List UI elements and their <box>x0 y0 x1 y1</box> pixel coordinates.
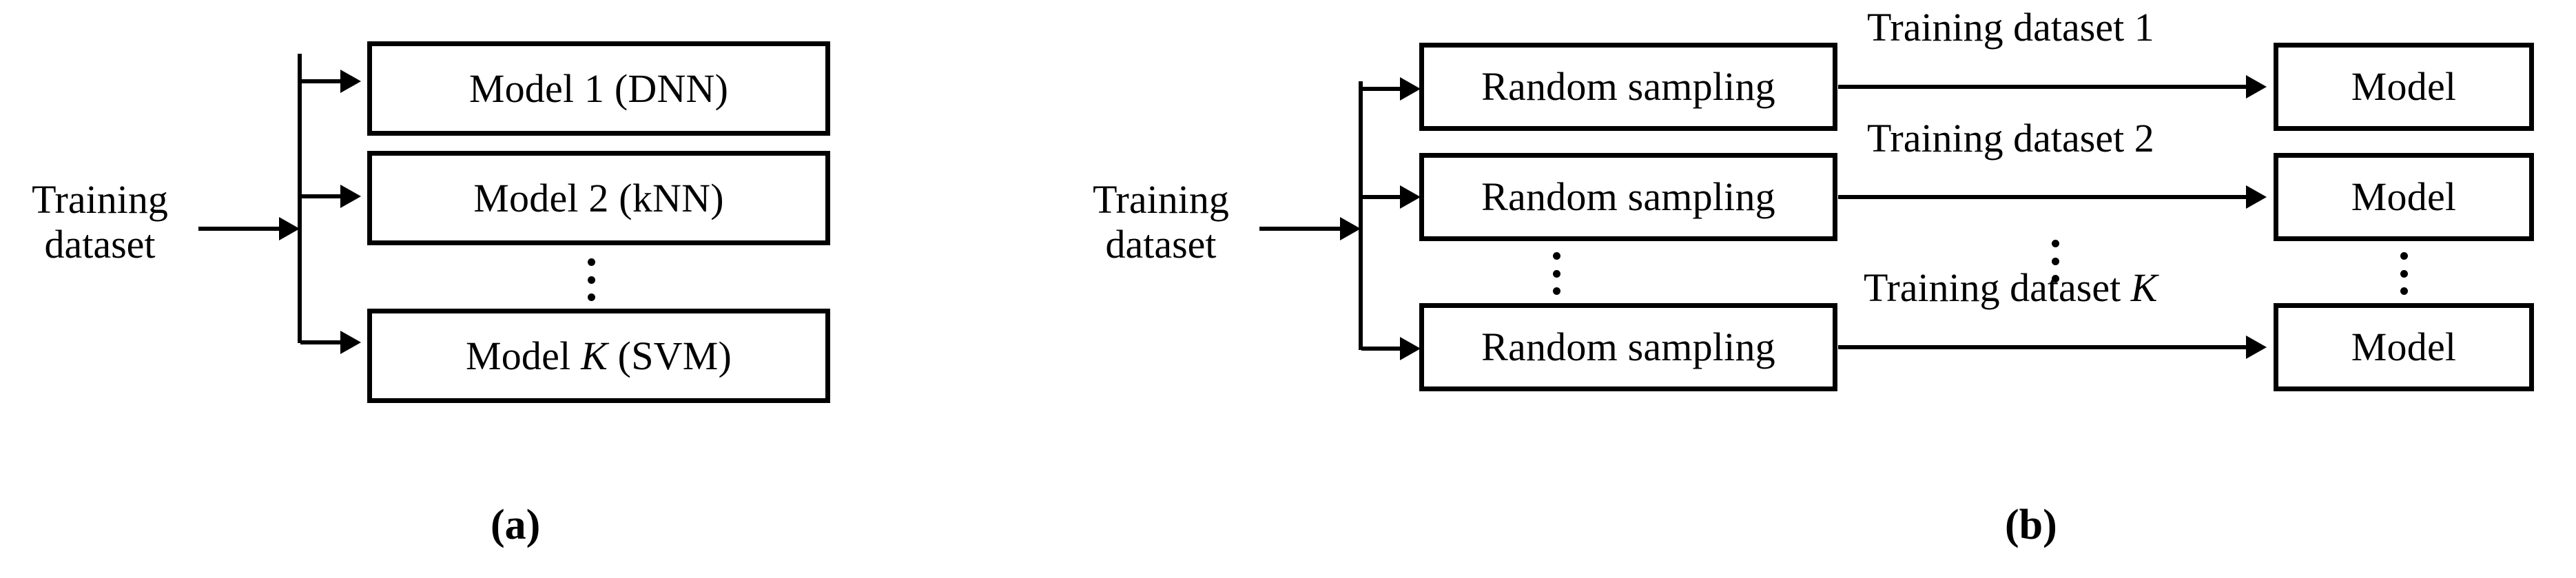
panel-b-edge-3-line <box>1838 345 2248 349</box>
panel-b-branch-2-arrowhead <box>1400 185 1421 209</box>
panel-a-branch-3-line <box>300 340 342 344</box>
panel-b-model-vertical-ellipsis-icon <box>2400 252 2408 295</box>
panel-b-model-box-3-label: Model <box>2351 324 2457 369</box>
panel-b-branch-2-line <box>1361 195 1401 199</box>
panel-b-edge-3-arrowhead <box>2246 336 2267 359</box>
panel-a: Training dataset Model 1 (DNN) Model 2 (… <box>0 0 861 578</box>
panel-b-model-box-1-label: Model <box>2351 64 2457 109</box>
panel-b-sampling-vertical-ellipsis-icon <box>1552 252 1560 295</box>
panel-a-branch-2-arrowhead <box>340 185 361 208</box>
panel-b-model-box-1[interactable]: Model <box>2274 43 2534 131</box>
panel-b-branch-3-line <box>1361 347 1401 351</box>
panel-a-branch-1-line <box>300 79 342 83</box>
panel-b-edge-label-2: Training dataset 2 <box>1867 116 2154 161</box>
panel-b-edge-label-1: Training dataset 1 <box>1867 5 2154 50</box>
panel-a-source-line1: Training <box>32 177 168 222</box>
panel-b-caption: (b) <box>2005 502 2057 548</box>
panel-a-vertical-ellipsis-icon <box>587 258 595 301</box>
panel-b-branch-spine <box>1359 81 1363 350</box>
panel-b: Training dataset Random sampling Random … <box>861 0 2576 578</box>
panel-a-model-box-3[interactable]: Model K (SVM) <box>367 309 830 403</box>
panel-a-source-line2: dataset <box>44 221 156 267</box>
panel-b-model-box-3[interactable]: Model <box>2274 303 2534 391</box>
panel-b-branch-1-line <box>1361 87 1401 91</box>
panel-a-model-box-1-label: Model 1 (DNN) <box>468 65 729 111</box>
panel-b-branch-3-arrowhead <box>1400 337 1421 360</box>
panel-b-model-box-2-label: Model <box>2351 174 2457 219</box>
panel-a-model-box-2[interactable]: Model 2 (kNN) <box>367 151 830 245</box>
panel-b-source-line1: Training <box>1093 177 1229 222</box>
panel-a-trunk-line <box>198 227 281 231</box>
panel-b-edge-2-line <box>1838 195 2248 199</box>
panel-b-edge-vertical-ellipsis-icon <box>2051 240 2059 282</box>
panel-b-sampling-box-3[interactable]: Random sampling <box>1419 303 1837 391</box>
panel-b-sampling-box-2-label: Random sampling <box>1481 174 1775 219</box>
panel-b-sampling-box-1-label: Random sampling <box>1481 64 1775 109</box>
panel-b-sampling-box-2[interactable]: Random sampling <box>1419 153 1837 241</box>
panel-a-model-box-1[interactable]: Model 1 (DNN) <box>367 41 830 136</box>
panel-b-edge-1-arrowhead <box>2246 75 2267 99</box>
panel-b-edge-2-arrowhead <box>2246 185 2267 209</box>
panel-b-trunk-arrowhead <box>1340 217 1361 240</box>
panel-b-source-label: Training dataset <box>1068 177 1254 267</box>
panel-a-branch-1-arrowhead <box>340 70 361 93</box>
panel-a-branch-spine <box>298 54 302 343</box>
panel-a-branch-2-line <box>300 194 342 198</box>
panel-a-caption: (a) <box>491 502 541 548</box>
panel-b-source-line2: dataset <box>1105 221 1217 267</box>
panel-b-sampling-box-3-label: Random sampling <box>1481 324 1775 369</box>
panel-a-branch-3-arrowhead <box>340 331 361 354</box>
panel-a-model-box-2-label: Model 2 (kNN) <box>473 175 724 220</box>
panel-b-sampling-box-1[interactable]: Random sampling <box>1419 43 1837 131</box>
panel-b-trunk-line <box>1259 227 1342 231</box>
panel-a-trunk-arrowhead <box>279 217 300 240</box>
panel-a-model-box-3-label: Model K (SVM) <box>465 333 732 378</box>
panel-a-source-label: Training dataset <box>7 177 193 267</box>
panel-b-edge-label-3: Training dataset K <box>1864 265 2158 310</box>
panel-b-model-box-2[interactable]: Model <box>2274 153 2534 241</box>
panel-b-branch-1-arrowhead <box>1400 77 1421 101</box>
panel-b-edge-1-line <box>1838 85 2248 89</box>
